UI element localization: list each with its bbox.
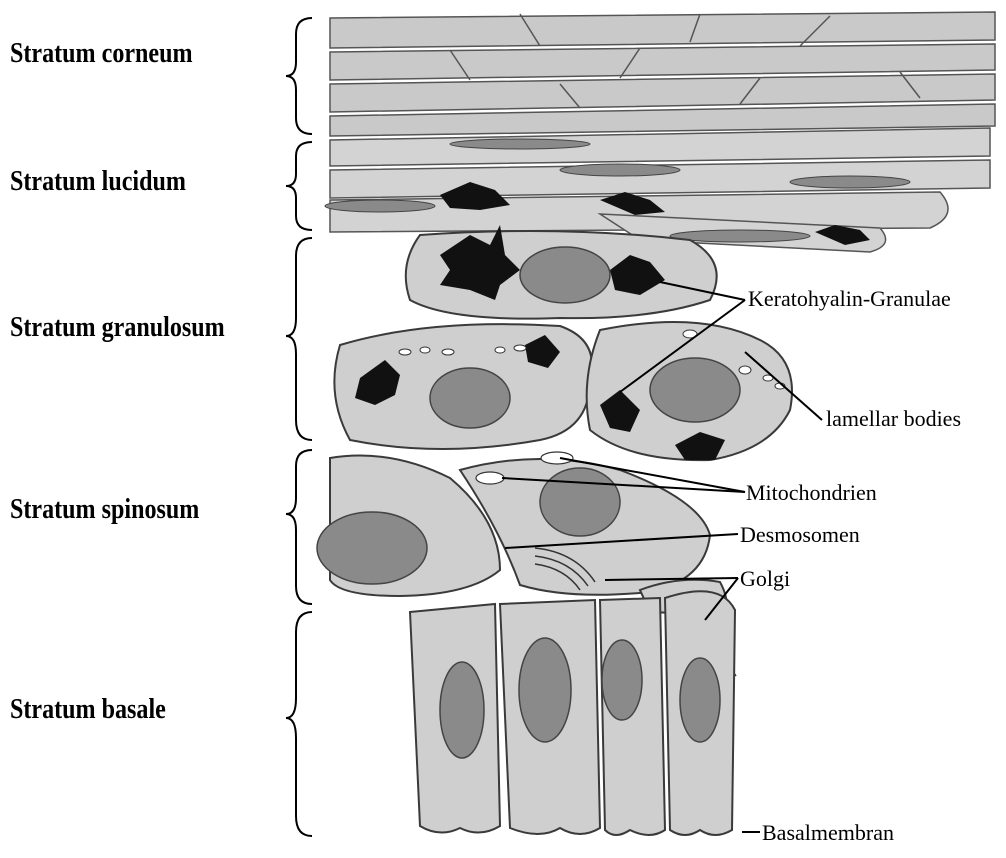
bracket-corneum bbox=[286, 18, 312, 134]
label-stratum-corneum: Stratum corneum bbox=[10, 38, 193, 70]
callout-desmosomen: Desmosomen bbox=[740, 522, 860, 548]
label-stratum-spinosum: Stratum spinosum bbox=[10, 494, 199, 526]
callout-keratohyalin-granulae: Keratohyalin-Granulae bbox=[748, 286, 951, 312]
label-stratum-granulosum: Stratum granulosum bbox=[10, 312, 225, 344]
callout-basalmembran: Basalmembran bbox=[762, 820, 894, 846]
bracket-spinosum bbox=[286, 450, 312, 604]
callout-golgi: Golgi bbox=[740, 566, 790, 592]
bracket-lucidum bbox=[286, 142, 312, 230]
callout-mitochondrien: Mitochondrien bbox=[746, 480, 877, 506]
bracket-granulosum bbox=[286, 238, 312, 440]
layer-brackets bbox=[286, 18, 312, 836]
label-stratum-lucidum: Stratum lucidum bbox=[10, 166, 186, 198]
bracket-basale bbox=[286, 612, 312, 836]
callout-lamellar-bodies: lamellar bodies bbox=[826, 406, 961, 432]
corneum-cells bbox=[330, 12, 995, 136]
label-stratum-basale: Stratum basale bbox=[10, 694, 166, 726]
